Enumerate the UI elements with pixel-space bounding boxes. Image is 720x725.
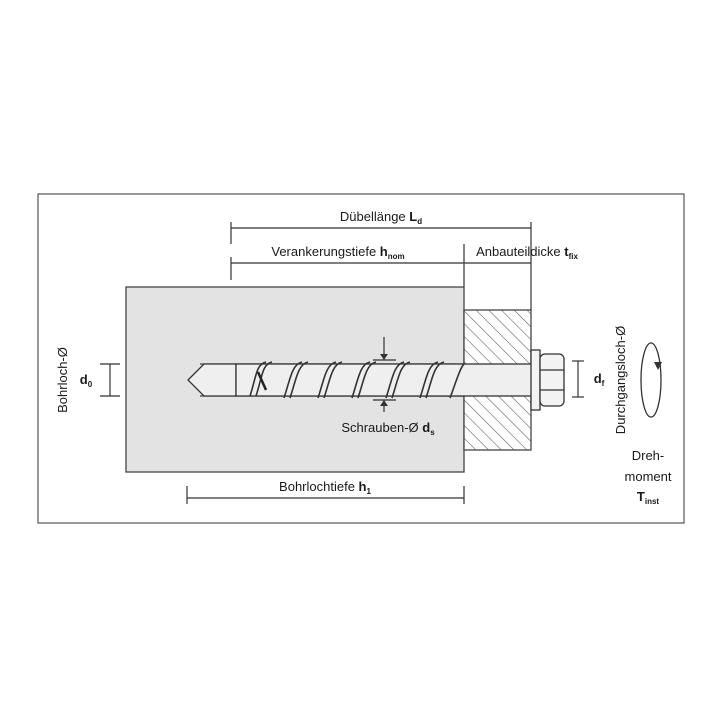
label-duebellaenge: Dübellänge Ld bbox=[340, 209, 422, 226]
label-bohrloch: Bohrloch-Ø bbox=[55, 347, 70, 413]
dim-df bbox=[572, 360, 584, 398]
label-moment: moment bbox=[625, 469, 672, 484]
label-bohrlochtiefe: Bohrlochtiefe h1 bbox=[279, 479, 371, 496]
dim-verankerungstiefe bbox=[230, 244, 531, 287]
arrow-schrauben-bottom bbox=[380, 400, 388, 406]
arrow-schrauben-top bbox=[380, 354, 388, 360]
dim-d0 bbox=[100, 363, 120, 397]
label-d0: d0 bbox=[80, 372, 93, 389]
label-verankerungstiefe: Verankerungstiefe hnom bbox=[271, 244, 404, 261]
nut-head bbox=[539, 353, 565, 407]
dim-duebellaenge bbox=[230, 222, 532, 310]
label-anbauteildicke: Anbauteildicke tfix bbox=[476, 244, 578, 261]
dim-bohrlochtiefe bbox=[186, 486, 465, 504]
thread-accent bbox=[256, 371, 268, 391]
label-durchgangsloch: Durchgangsloch-Ø bbox=[613, 326, 628, 434]
screw-body bbox=[187, 363, 533, 397]
label-df: df bbox=[594, 371, 605, 388]
label-schrauben: Schrauben-Ø ds bbox=[341, 420, 435, 437]
screw-thread bbox=[249, 361, 465, 399]
label-tinst: Tinst bbox=[637, 489, 660, 506]
label-dreh: Dreh- bbox=[632, 448, 665, 463]
washer bbox=[530, 349, 541, 411]
rotation-arrow-icon bbox=[640, 342, 662, 418]
